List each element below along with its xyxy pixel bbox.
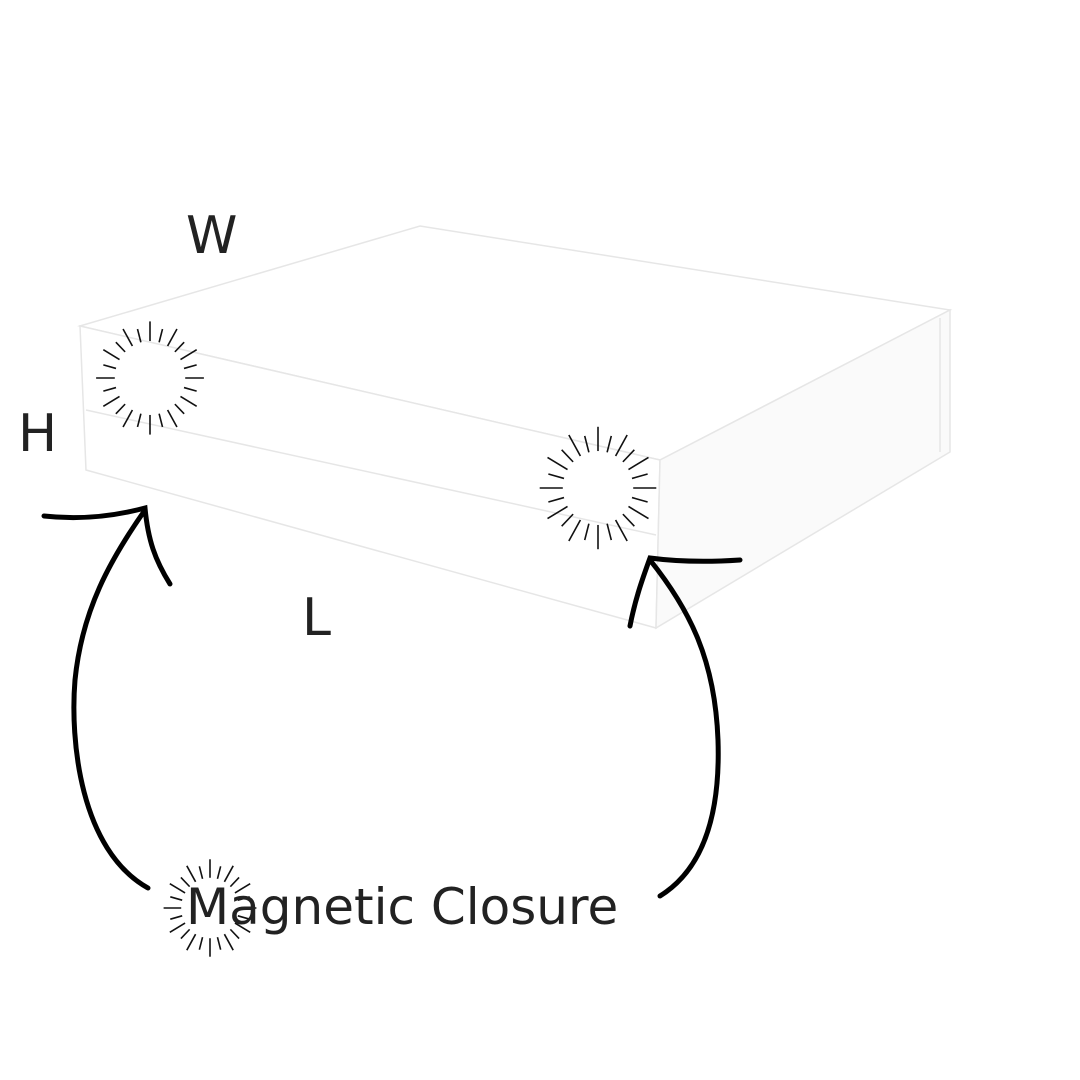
sparkle-ray [183, 364, 197, 370]
left-arrow-curve [71, 507, 151, 891]
magnetic-closure-caption: Magnetic Closure [186, 878, 619, 936]
sparkle-ray [548, 473, 565, 480]
sparkle-ray [583, 435, 590, 453]
sparkle-ray [183, 386, 197, 392]
length-label: L [302, 588, 331, 648]
sparkle-ray [198, 866, 204, 879]
sparkle-ray [169, 882, 186, 894]
sparkle-ray [170, 896, 183, 901]
sparkle-ray [614, 434, 628, 457]
sparkle-ray [166, 409, 178, 428]
sparkle-ray [223, 933, 234, 951]
height-label: H [18, 404, 58, 464]
sparkle-group [96, 321, 657, 957]
right-arrow-curve [647, 557, 721, 899]
sparkle-ray [606, 435, 613, 453]
sparkle-ray [237, 915, 250, 920]
sparkle-ray [186, 865, 197, 883]
sparkle-ray [103, 386, 117, 392]
sparkle-ray [614, 519, 628, 542]
sparkle-ray [180, 876, 191, 888]
sparkle-ray [223, 865, 234, 883]
lid-seam [85, 409, 657, 536]
sparkle-ray [622, 449, 635, 463]
sparkle-ray [115, 341, 126, 353]
sparkle-ray [229, 876, 240, 888]
sparkle-ray [216, 866, 222, 879]
sparkle-ray [103, 364, 117, 370]
sparkle-ray [170, 915, 183, 920]
sparkle-ray [229, 928, 240, 940]
sparkle-ray [158, 328, 164, 343]
sparkle-ray [186, 933, 197, 951]
sparkle-ray [628, 505, 649, 520]
sparkle-ray [234, 922, 251, 934]
gift-box [77, 225, 953, 630]
sparkle-ray [561, 513, 574, 527]
sparkle-ray [115, 403, 126, 415]
sparkle-icon [163, 859, 257, 957]
sparkle-ray [622, 513, 635, 527]
sparkle-ray [180, 395, 198, 407]
sparkle-ray [568, 519, 582, 542]
sparkle-icon [96, 321, 204, 435]
sparkle-ray [548, 496, 565, 503]
sparkle-ray [136, 413, 142, 428]
sparkle-ray [122, 328, 134, 347]
left-arrow-head [41, 504, 173, 587]
sparkle-ray [628, 456, 649, 471]
sparkle-ray [174, 341, 185, 353]
sparkle-ray [102, 349, 120, 361]
width-label: W [186, 206, 238, 266]
sparkle-icon [539, 426, 657, 550]
sparkle-ray [166, 328, 178, 347]
sparkle-ray [547, 505, 568, 520]
sparkle-ray [102, 395, 120, 407]
sparkle-ray [561, 449, 574, 463]
sparkle-ray [174, 403, 185, 415]
right-arrow-head [627, 555, 743, 629]
sparkle-ray [169, 922, 186, 934]
sparkle-ray [606, 523, 613, 541]
sparkle-ray [158, 413, 164, 428]
sparkle-ray [180, 928, 191, 940]
sparkle-ray [180, 349, 198, 361]
sparkle-ray [237, 896, 250, 901]
sparkle-ray [216, 937, 222, 950]
sparkle-ray [583, 523, 590, 541]
sparkle-ray [547, 456, 568, 471]
sparkle-ray [198, 937, 204, 950]
sparkle-ray [631, 496, 648, 503]
sparkle-ray [234, 882, 251, 894]
sparkle-ray [568, 434, 582, 457]
sparkle-ray [122, 409, 134, 428]
sparkle-ray [631, 473, 648, 480]
sparkle-ray [136, 328, 142, 343]
arrows [41, 504, 743, 899]
